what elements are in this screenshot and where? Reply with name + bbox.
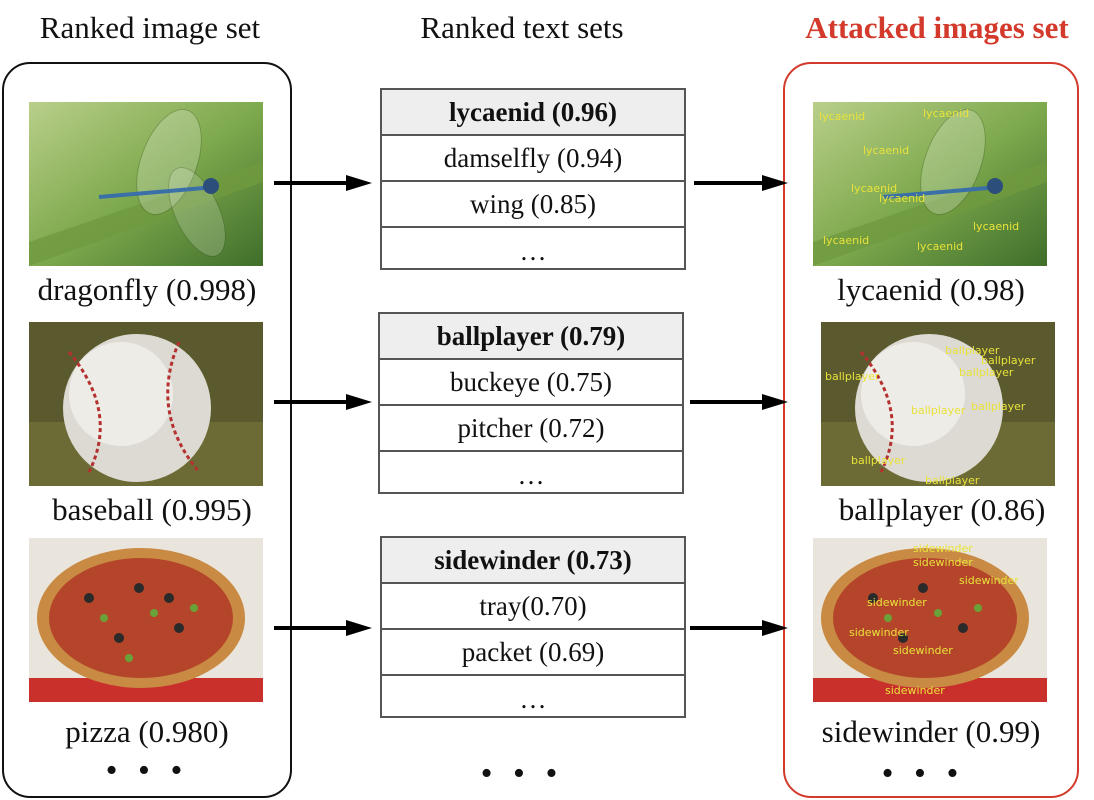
attacked-pizza-caption: sidewinder (0.99): [821, 714, 1041, 749]
arrow-row1-right: [694, 175, 790, 191]
text-set-baseball: ballplayer (0.79) buckeye (0.75) pitcher…: [378, 312, 684, 494]
baseball-image: [29, 322, 263, 486]
text-set-ellipsis: …: [519, 683, 547, 714]
overlay-text: lycaenid: [923, 107, 970, 120]
pizza-image: [29, 538, 263, 702]
overlay-text: ballplayer: [971, 400, 1026, 413]
right-continuation-dots: • • •: [881, 755, 965, 792]
left-continuation-dots: • • •: [105, 752, 189, 789]
text-set-entry: packet (0.69): [382, 630, 684, 676]
overlay-text: ballplayer: [981, 354, 1036, 367]
text-set-pizza: sidewinder (0.73) tray(0.70) packet (0.6…: [380, 536, 686, 718]
attacked-image-panel: [783, 62, 1079, 798]
overlay-text: lycaenid: [879, 192, 926, 205]
text-set-top-entry: ballplayer (0.79): [380, 314, 682, 360]
overlay-text: lycaenid: [917, 240, 964, 253]
arrow-row2-right: [690, 394, 790, 410]
text-set-entry: tray(0.70): [382, 584, 684, 630]
overlay-text: sidewinder: [885, 684, 945, 697]
overlay-text: ballplayer: [825, 370, 880, 383]
text-set-entry: pitcher (0.72): [380, 406, 682, 452]
overlay-text: sidewinder: [913, 542, 973, 555]
overlay-text: ballplayer: [945, 344, 1000, 357]
ranked-image-panel: [2, 62, 292, 798]
text-set-dragonfly: lycaenid (0.96) damselfly (0.94) wing (0…: [380, 88, 686, 270]
arrow-row3-right: [690, 620, 790, 636]
right-column-title: Attacked images set: [805, 10, 1069, 45]
overlay-text: ballplayer: [959, 366, 1014, 379]
overlay-text: sidewinder: [959, 574, 1019, 587]
left-column-title: Ranked image set: [39, 10, 261, 45]
overlay-text: sidewinder: [893, 644, 953, 657]
text-set-entry: damselfly (0.94): [382, 136, 684, 182]
pizza-caption: pizza (0.980): [65, 714, 229, 749]
overlay-text: lycaenid: [851, 182, 898, 195]
text-set-entry: buckeye (0.75): [380, 360, 682, 406]
attacked-baseball-caption: ballplayer (0.86): [838, 492, 1046, 527]
middle-continuation-dots: • • •: [480, 755, 564, 792]
overlay-text: sidewinder: [913, 556, 973, 569]
overlay-text: sidewinder: [849, 626, 909, 639]
overlay-text: lycaenid: [863, 144, 910, 157]
text-set-ellipsis: …: [517, 459, 545, 490]
overlay-text: ballplayer: [851, 454, 906, 467]
attacked-pizza-image: sidewinder sidewinder sidewinder sidewin…: [813, 538, 1047, 702]
text-set-top-entry: lycaenid (0.96): [382, 90, 684, 136]
overlay-text: ballplayer: [925, 474, 980, 486]
arrow-row3-left: [274, 620, 374, 636]
overlay-text: lycaenid: [819, 110, 866, 123]
middle-column-title: Ranked text sets: [420, 10, 624, 45]
dragonfly-image: [29, 102, 263, 266]
baseball-caption: baseball (0.995): [52, 492, 252, 527]
text-set-ellipsis: …: [519, 235, 547, 266]
attacked-baseball-image: ballplayer ballplayer ballplayer ballpla…: [821, 322, 1055, 486]
dragonfly-caption: dragonfly (0.998): [37, 272, 257, 307]
overlay-text: lycaenid: [823, 234, 870, 247]
arrow-row1-left: [274, 175, 374, 191]
arrow-row2-left: [274, 394, 374, 410]
text-set-entry: wing (0.85): [382, 182, 684, 228]
attacked-dragonfly-caption: lycaenid (0.98): [837, 272, 1025, 307]
overlay-text: lycaenid: [973, 220, 1020, 233]
overlay-text: sidewinder: [867, 596, 927, 609]
attacked-dragonfly-image: lycaenid lycaenid lycaenid lycaenid lyca…: [813, 102, 1047, 266]
overlay-text: ballplayer: [911, 404, 966, 417]
text-set-top-entry: sidewinder (0.73): [382, 538, 684, 584]
